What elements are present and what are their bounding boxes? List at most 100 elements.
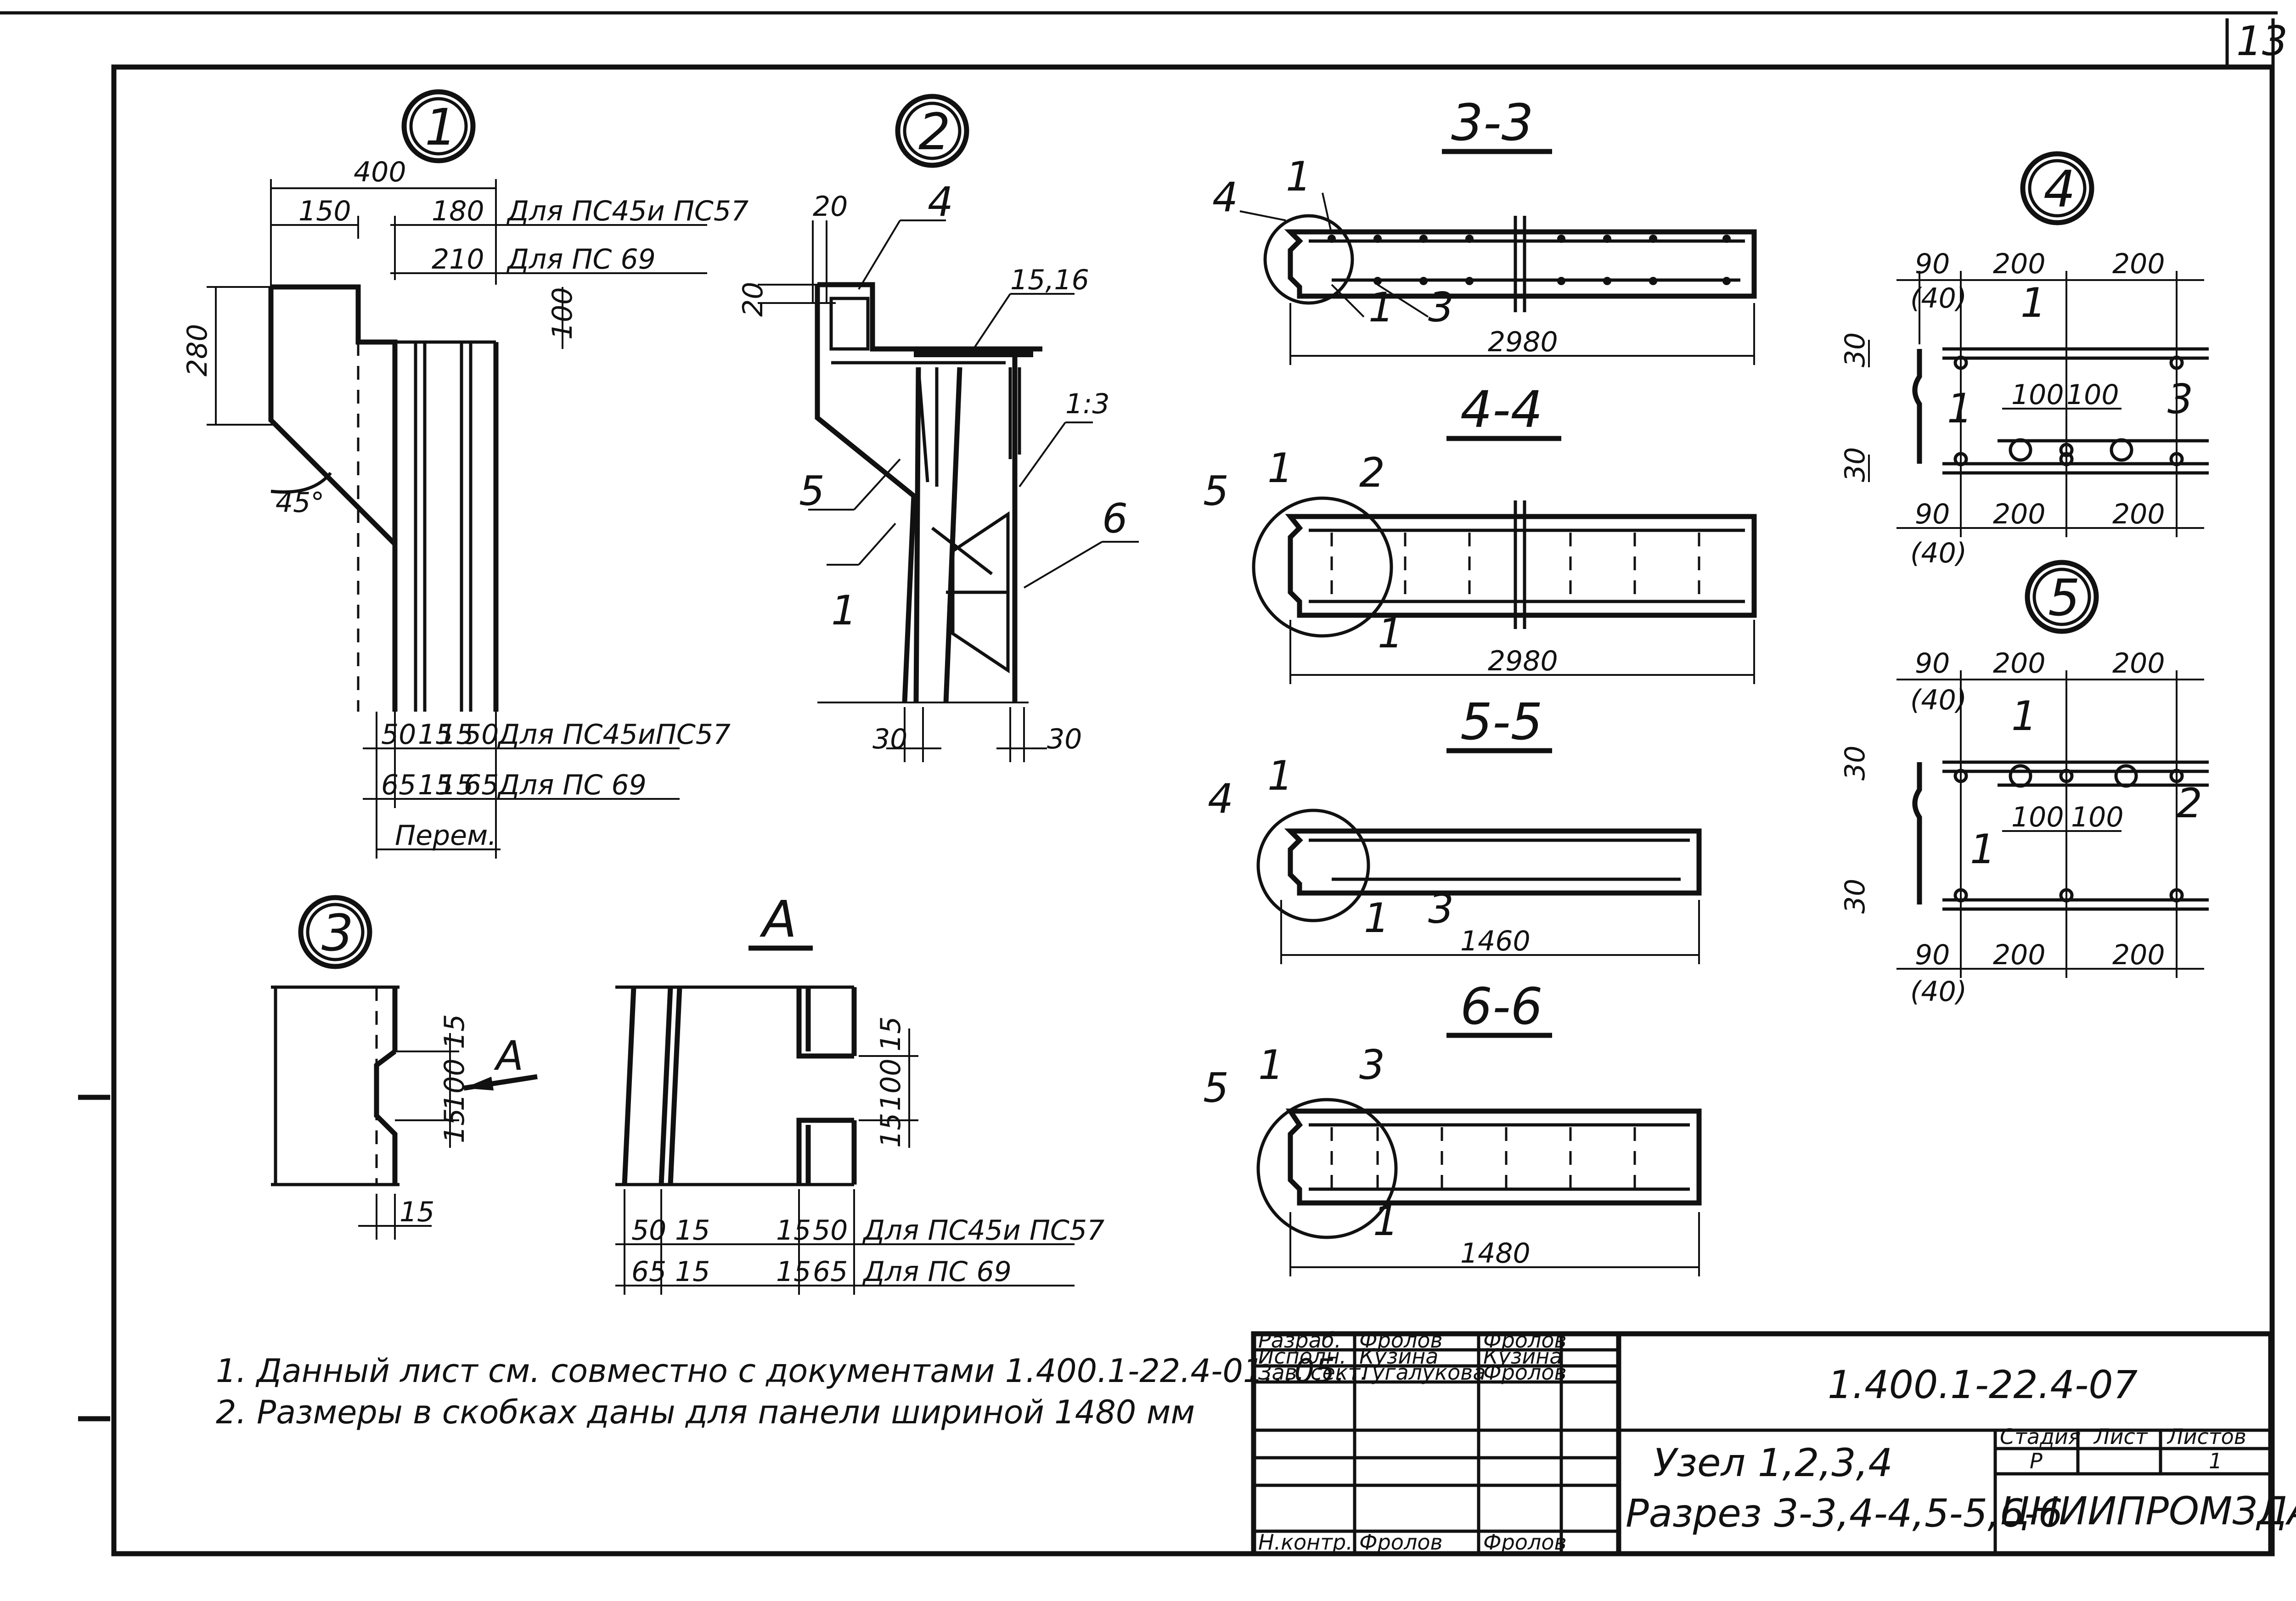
n5-dim-200b: 200 — [2112, 647, 2165, 680]
tb-stage-value: Р — [2030, 1449, 2043, 1473]
a-dim-50b: 50 — [813, 1214, 848, 1247]
sheet-number: 13 — [2236, 17, 2288, 65]
dim-15a: 15 — [439, 1014, 471, 1049]
tb-name-2: Кузина — [1359, 1344, 1439, 1369]
section-4-4: 4-4 2980 5 1 2 1 — [1203, 380, 1757, 684]
callout-4: 4 — [928, 178, 953, 225]
node-1-detail: 1 400 150 180 210 Для ПС45и ПС57 Для ПС … — [181, 89, 748, 859]
a-dim-65b: 65 — [813, 1256, 848, 1288]
dim-20-side: 20 — [737, 282, 769, 317]
tb-name-line2: Разрез 3-3,4-4,5-5,6-6 — [1626, 1491, 2063, 1536]
tb-role-2: Исполн. — [1258, 1344, 1346, 1369]
dim-30-left: 30 — [872, 723, 907, 755]
n4-dim-40a: (40) — [1910, 282, 1967, 315]
note-2: 2. Размеры в скобках даны для панели шир… — [216, 1393, 1195, 1431]
a-dim-15a: 15 — [875, 1017, 907, 1051]
view-a-arrow-label: А — [494, 1032, 523, 1079]
s55-callout-3: 3 — [1428, 885, 1454, 933]
tb-organization: ЦНИИПРОМЗДАНИЙ — [2000, 1489, 2296, 1534]
s66-callout-1b: 1 — [1373, 1197, 1399, 1245]
callout-6: 6 — [1102, 495, 1128, 542]
dim-b15b: 15 — [439, 719, 473, 751]
tb-role-1: Разраб. — [1258, 1328, 1341, 1353]
dim-variable: Перем. — [395, 820, 496, 852]
tb-sheets-label: Листов — [2167, 1424, 2246, 1449]
tb-doc-code: 1.400.1-22.4-07 — [1828, 1362, 2138, 1407]
section-5-5: 5-5 1460 4 1 1 3 — [1208, 692, 1702, 964]
a-dim-15b: 15 — [875, 1113, 907, 1148]
node-4-detail: 4 90 200 200 (40) 30 100 100 30 90 200 2… — [1839, 151, 2209, 569]
callout-1: 1 — [831, 587, 857, 634]
dim-400: 400 — [354, 156, 406, 188]
s33-callout-1a: 1 — [1286, 153, 1311, 200]
node-4-marker — [2020, 151, 2094, 225]
dim-b50b: 50 — [464, 719, 499, 751]
section-6-6-title: 6-6 — [1460, 977, 1543, 1036]
n5-dim-30b: 30 — [1839, 879, 1871, 914]
dim-100: 100 — [546, 287, 579, 340]
dim-30-right: 30 — [1047, 723, 1082, 755]
a-note-ps69: Для ПС 69 — [862, 1256, 1012, 1288]
n4-dim-100a: 100 — [2011, 379, 2064, 411]
s44-callout-5: 5 — [1203, 467, 1229, 515]
node-1-label: 1 — [425, 98, 457, 157]
note-b-ps69: Для ПС 69 — [497, 769, 647, 801]
n5-dim-30a: 30 — [1839, 746, 1871, 781]
section-3-3-title: 3-3 — [1451, 93, 1534, 152]
section-5-5-length: 1460 — [1460, 925, 1531, 957]
node-5-detail: 5 90 200 200 (40) 30 100 100 30 90 200 2… — [1839, 560, 2209, 1008]
node-2-label: 2 — [918, 102, 951, 161]
n5-dim-200a: 200 — [1993, 647, 2046, 680]
a-dim-15c: 15 — [675, 1214, 710, 1247]
tb-stage-label: Стадия — [2000, 1424, 2081, 1449]
sheet-frame: 13 — [0, 11, 2288, 1556]
note-ps69: Для ПС 69 — [506, 243, 656, 275]
n4-dim-40b: (40) — [1910, 537, 1967, 569]
a-dim-15e: 15 — [675, 1256, 710, 1288]
n5-dim-200c: 200 — [1993, 939, 2046, 971]
a-dim-50a: 50 — [631, 1214, 666, 1247]
callout-5: 5 — [799, 467, 825, 515]
s66-callout-5: 5 — [1203, 1064, 1229, 1112]
a-dim-15f: 15 — [776, 1256, 811, 1288]
s55-callout-1b: 1 — [1364, 894, 1390, 942]
s33-callout-1b: 1 — [1368, 284, 1394, 331]
n4-dim-200a: 200 — [1993, 248, 2046, 280]
section-3-3-length: 2980 — [1488, 326, 1558, 358]
note-ps45-57: Для ПС45и ПС57 — [506, 195, 748, 227]
s44-callout-1b: 1 — [1378, 610, 1403, 657]
note-1: 1. Данный лист см. совместно с документа… — [216, 1352, 1345, 1390]
general-notes: 1. Данный лист см. совместно с документа… — [216, 1352, 1345, 1431]
s55-callout-4: 4 — [1208, 775, 1233, 822]
title-block: Разраб. Фролов Фролов Исполн. Кузина Куз… — [1251, 1328, 2296, 1556]
tb-name-3: Тугалукова — [1359, 1360, 1486, 1385]
tb-sign-3: Фролов — [1483, 1360, 1567, 1385]
node-3-label: 3 — [321, 904, 354, 962]
a-dim-100: 100 — [875, 1058, 907, 1111]
n4-dim-90a: 90 — [1915, 248, 1950, 280]
note-b-ps45-57: Для ПС45иПС57 — [497, 719, 731, 751]
tb-sign-1: Фролов — [1483, 1328, 1567, 1353]
a-note-ps45-57: Для ПС45и ПС57 — [862, 1214, 1104, 1247]
tb-role-7: Н.контр. — [1258, 1530, 1353, 1555]
n5-dim-40a: (40) — [1910, 684, 1967, 716]
s66-callout-1a: 1 — [1258, 1041, 1284, 1089]
node-5-label: 5 — [2048, 568, 2080, 627]
s66-callout-3: 3 — [1359, 1041, 1385, 1089]
n5-callout-1b: 1 — [1970, 826, 1996, 873]
n4-callout-1b: 1 — [1947, 385, 1973, 432]
tb-sign-2: Кузина — [1483, 1344, 1563, 1369]
node-3-marker — [298, 895, 372, 969]
n5-callout-1a: 1 — [2011, 692, 2037, 740]
view-a-title: А — [760, 890, 797, 949]
section-6-6-length: 1480 — [1460, 1237, 1531, 1270]
a-dim-65a: 65 — [631, 1256, 666, 1288]
s55-callout-1a: 1 — [1267, 752, 1293, 799]
n5-dim-100b: 100 — [2071, 801, 2124, 833]
dim-15b: 15 — [439, 1108, 471, 1143]
tb-sheets-value: 1 — [2209, 1449, 2222, 1473]
n4-dim-90b: 90 — [1915, 498, 1950, 530]
callout-15-16: 15,16 — [1010, 264, 1089, 296]
n4-dim-30b: 30 — [1839, 447, 1871, 482]
